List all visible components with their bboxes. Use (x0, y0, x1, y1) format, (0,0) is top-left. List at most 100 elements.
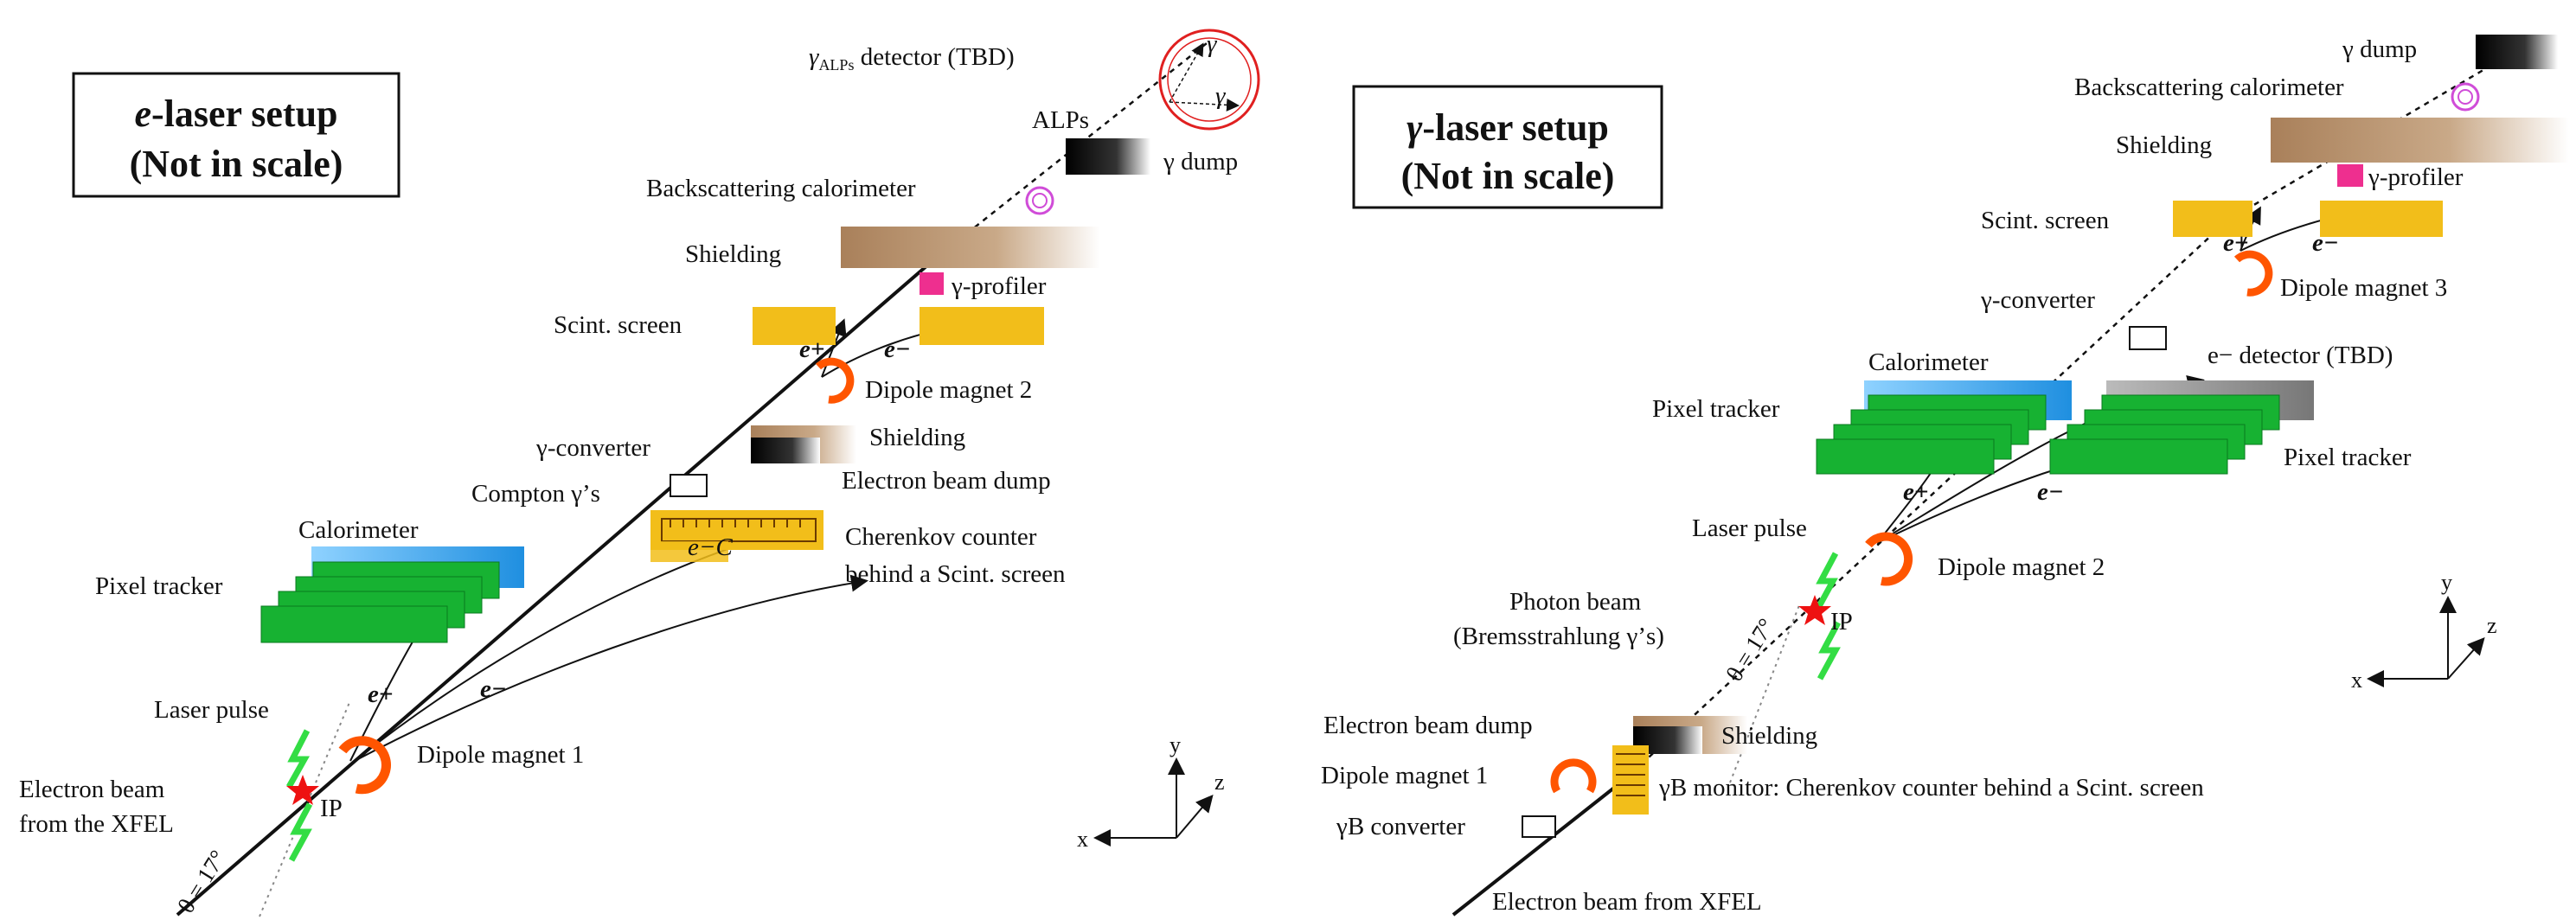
left-backscattering-label: Backscattering calorimeter (646, 175, 916, 202)
left-pixel-tracker-label: Pixel tracker (95, 572, 223, 600)
left-electron-beam-label-1: Electron beam (19, 776, 165, 803)
right-e-plus-mid-label: e+ (1903, 478, 1928, 506)
left-gamma-profiler (920, 272, 944, 295)
left-e-plus-top-label: e+ (799, 335, 824, 363)
left-title-box: e-laser setup (Not in scale) (72, 72, 400, 198)
right-backscattering-calorimeter (2451, 82, 2480, 112)
right-dipole-magnet-2-label: Dipole magnet 2 (1938, 553, 2105, 581)
left-title-line1: e-laser setup (134, 93, 337, 135)
alp-detector-circle: γ γ (1158, 29, 1260, 131)
right-shielding-low-label: Shielding (1721, 722, 1817, 750)
left-top-positron-curve (821, 318, 847, 378)
left-laser-pulse-upper (285, 729, 311, 789)
left-gamma-converter (670, 474, 708, 497)
right-e-minus-mid-label: e− (2037, 478, 2063, 506)
right-theta-label: θ = 17° (1721, 614, 1780, 686)
left-scint-screen-b (920, 307, 1044, 345)
right-gamma-profiler (2337, 164, 2363, 187)
left-shielding-mid-label: Shielding (869, 424, 965, 451)
left-title-line2: (Not in scale) (130, 143, 343, 185)
right-scint-screen-label: Scint. screen (1981, 207, 2110, 234)
right-scint-screen-b (2320, 201, 2443, 237)
left-electron-beam-dump-label: Electron beam dump (842, 467, 1051, 495)
left-theta-guide (259, 700, 351, 917)
left-ip-star (286, 775, 319, 805)
left-calorimeter-label: Calorimeter (298, 516, 419, 544)
left-scint-screen-label: Scint. screen (554, 311, 682, 339)
right-backscattering-label: Backscattering calorimeter (2074, 73, 2344, 101)
left-dipole-magnet-2-label: Dipole magnet 2 (865, 376, 1032, 404)
right-axes: y x z (2351, 570, 2497, 693)
right-laser-pulse-label: Laser pulse (1692, 514, 1807, 542)
left-main-beam (176, 258, 936, 917)
right-panel: γ-laser setup (Not in scale) γ dump Back… (1321, 35, 2569, 917)
right-laser-pulse-lower (1817, 621, 1842, 680)
left-compton-label: Compton γ’s (471, 480, 600, 508)
left-scint-screen-a (753, 307, 836, 345)
alps-label: ALPs (1032, 106, 1089, 134)
right-scint-screen-a (2173, 201, 2252, 237)
right-dipole-magnet-1-label: Dipole magnet 1 (1321, 762, 1488, 789)
left-cherenkov-label-2: behind a Scint. screen (845, 560, 1066, 588)
right-gamma-profiler-label: γ-profiler (2368, 163, 2464, 191)
right-shielding-top (2271, 118, 2569, 163)
left-electron-curve-2 (354, 574, 868, 762)
left-e-minus-top-label: e− (884, 335, 910, 363)
alp-gamma-right-label: γ (1215, 82, 1227, 110)
right-pixel-tracker-left (1816, 394, 2047, 475)
right-title-line1: γ-laser setup (1407, 106, 1609, 149)
left-axes: y x z (1077, 732, 1225, 852)
right-axis-z-label: z (2487, 613, 2497, 638)
left-panel: e-laser setup (Not in scale) γ γ γALPs d… (19, 29, 1260, 917)
left-e-plus-low-label: e+ (368, 680, 393, 708)
right-photon-beam-label-2: (Bremsstrahlung γ’s) (1453, 623, 1664, 650)
left-gamma-converter-label: γ-converter (535, 434, 650, 462)
right-gamma-converter-label: γ-converter (1980, 286, 2095, 314)
right-electron-beam-in (1451, 776, 1628, 917)
left-gamma-dump-label: γ dump (1163, 148, 1238, 176)
right-photon-beam-label-1: Photon beam (1509, 588, 1642, 616)
right-gamma-dump (2476, 35, 2558, 69)
alp-gamma-top-label: γ (1207, 30, 1218, 58)
left-gamma-dump (1066, 138, 1150, 175)
right-shielding-top-label: Shielding (2116, 131, 2212, 159)
right-dipole-magnet-1 (1550, 758, 1597, 794)
left-laser-pulse-label: Laser pulse (154, 696, 269, 724)
right-electron-beam-label: Electron beam from XFEL (1492, 888, 1762, 916)
left-shielding-top (841, 227, 1100, 268)
left-e-c-label: e−C (688, 533, 733, 561)
right-gamma-b-monitor (1612, 745, 1649, 815)
right-electron-beam-dump-label: Electron beam dump (1323, 712, 1533, 739)
right-pixel-tracker-right-label: Pixel tracker (2284, 444, 2412, 471)
right-gamma-converter (2129, 326, 2167, 350)
left-e-minus-low-label: e− (480, 675, 506, 703)
right-dipole-magnet-2 (1865, 532, 1913, 586)
right-dipole-magnet-3-label: Dipole magnet 3 (2280, 274, 2447, 302)
left-ip-label: IP (320, 795, 343, 822)
left-axis-x-label: x (1077, 827, 1088, 852)
right-calorimeter-label: Calorimeter (1868, 348, 1989, 376)
left-backscattering-calorimeter (1025, 186, 1054, 215)
left-theta-label: θ = 17° (173, 846, 232, 917)
left-axis-z-label: z (1214, 770, 1225, 795)
right-dipole-magnet-3 (2233, 250, 2273, 297)
left-gamma-profiler-label: γ-profiler (951, 272, 1047, 300)
right-pixel-tracker-right (2049, 394, 2280, 475)
left-dipole-magnet-1-label: Dipole magnet 1 (417, 741, 584, 769)
right-e-detector-label: e− detector (TBD) (2208, 342, 2393, 369)
right-laser-pulse-upper (1814, 552, 1839, 611)
left-shielding-top-label: Shielding (685, 240, 781, 268)
right-axis-x-label: x (2351, 668, 2362, 693)
left-cherenkov-counter: e−C (650, 510, 823, 562)
left-electron-beam-label-2: from the XFEL (19, 810, 174, 838)
left-dump-core (751, 438, 820, 463)
right-pixel-tracker-left-label: Pixel tracker (1652, 395, 1780, 423)
right-title-box: γ-laser setup (Not in scale) (1352, 85, 1663, 209)
left-dipole-magnet-1 (338, 736, 391, 795)
left-dipole-magnet-2 (815, 357, 855, 404)
right-gamma-b-converter (1522, 815, 1556, 838)
right-gamma-dump-label: γ dump (2342, 35, 2417, 63)
left-axis-y-label: y (1169, 732, 1181, 757)
right-title-line2: (Not in scale) (1401, 155, 1615, 197)
